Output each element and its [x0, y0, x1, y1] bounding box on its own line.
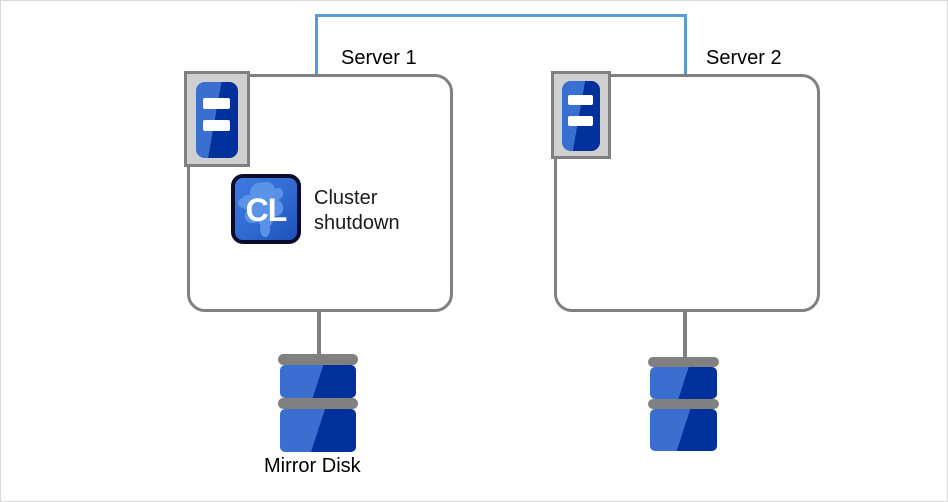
- server-2-enclosure: [554, 74, 820, 312]
- server-1-label: Server 1: [341, 47, 417, 69]
- mirror-disk-1: [278, 354, 358, 452]
- disk-platter: [650, 367, 717, 399]
- interconnect-top-segment: [315, 14, 687, 17]
- disk-platter: [280, 365, 356, 398]
- cluster-shutdown-caption: Cluster shutdown: [314, 187, 400, 234]
- server-2-unit-icon: [551, 71, 611, 159]
- server-unit-slot-bar: [568, 116, 593, 126]
- disk-plate-top: [648, 357, 719, 367]
- svg-text:CL: CL: [246, 192, 287, 228]
- disk-plate-middle: [278, 398, 358, 409]
- mirror-disk-2: [648, 357, 719, 455]
- interconnect-left-segment: [315, 14, 318, 75]
- server-1-disk-connector: [317, 312, 321, 357]
- server-unit-slot-bar: [203, 120, 230, 131]
- disk-platter: [650, 409, 717, 451]
- mirror-disk-1-label: Mirror Disk: [264, 455, 361, 477]
- server-unit-slot-bar: [203, 98, 230, 109]
- interconnect-right-segment: [684, 14, 687, 75]
- disk-plate-middle: [648, 399, 719, 409]
- disk-plate-top: [278, 354, 358, 365]
- server-2-disk-connector: [683, 312, 687, 357]
- disk-platter: [280, 409, 356, 452]
- server-1-unit-icon: [184, 71, 250, 167]
- server-2-label: Server 2: [706, 47, 782, 69]
- cluster-shutdown-icon: CL: [231, 174, 301, 244]
- server-unit-slot-bar: [568, 95, 593, 105]
